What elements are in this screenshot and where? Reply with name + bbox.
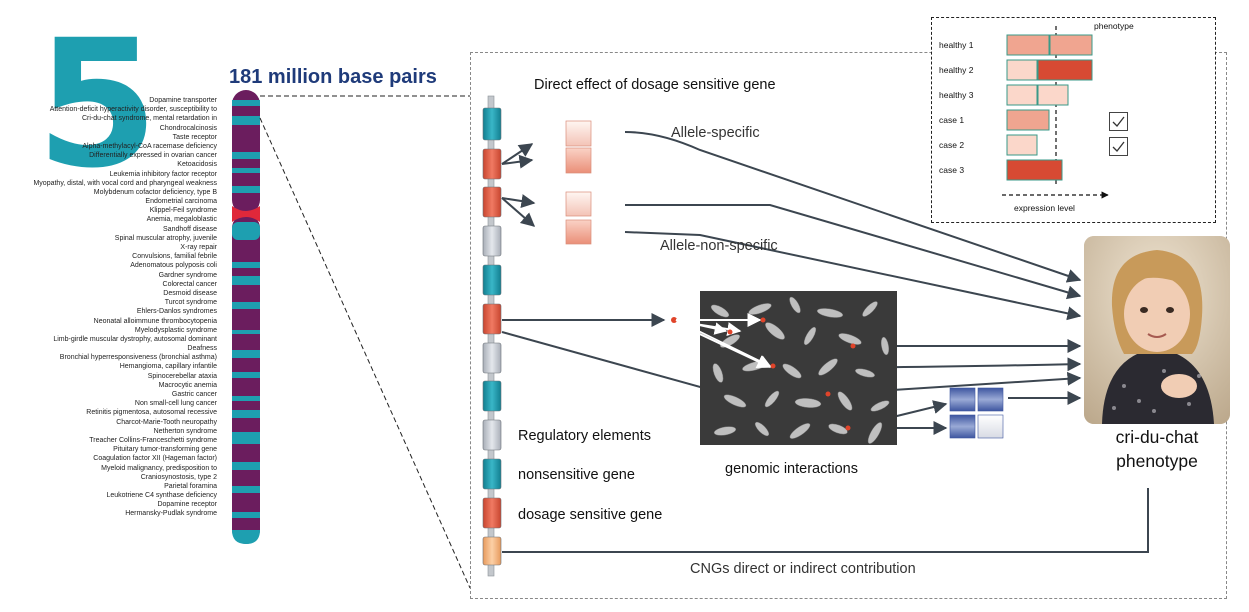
disease-item: Colorectal cancer <box>162 280 217 288</box>
disease-item: Endometrial carcinoma <box>145 198 217 206</box>
allele-specific-label: Allele-specific <box>671 125 760 141</box>
disease-item: Myopathy, distal, with vocal cord and ph… <box>33 179 217 187</box>
transcript-boxes <box>565 120 592 245</box>
disease-item: Anemia, megaloblastic <box>146 216 217 224</box>
disease-item: Dopamine transporter <box>149 97 217 104</box>
patient-photo <box>1084 236 1230 424</box>
row-label-healthy-3: healthy 3 <box>939 90 974 100</box>
disease-item: Non small-cell lung cancer <box>134 400 217 408</box>
disease-item: Sandhoff disease <box>163 225 217 233</box>
disease-item: Craniosynostosis, type 2 <box>140 473 217 481</box>
cri-du-chat-title: cri-du-chat phenotype <box>1084 425 1230 473</box>
allele-non-specific-label: Allele-non-specific <box>660 238 778 254</box>
row-label-case-2: case 2 <box>939 140 965 150</box>
disease-item: Adenomatous polyposis coli <box>130 262 217 270</box>
direct-effect-label: Direct effect of dosage sensitive gene <box>534 77 776 93</box>
chromosome-5-ideogram <box>232 90 260 544</box>
disease-item: Ketoacidosis <box>177 161 217 169</box>
disease-item: X-ray repair <box>180 244 217 251</box>
checkbox-case-1[interactable] <box>1109 112 1128 131</box>
phenotype-panel: phenotype healthy 1 healthy 2 healthy 3 … <box>931 17 1216 223</box>
legend-nonsensitive: nonsensitive gene <box>518 467 635 483</box>
disease-item: Differentially expressed in ovarian canc… <box>89 152 217 160</box>
cri-du-chat-line-1: cri-du-chat <box>1115 427 1199 447</box>
disease-item: Alpha-methylacyl-CoA racemase deficiency <box>82 142 217 150</box>
disease-item: Pituitary tumor-transforming gene <box>113 446 217 454</box>
checkbox-case-2[interactable] <box>1109 137 1128 156</box>
check-icon <box>1112 116 1125 127</box>
legend-regulatory: Regulatory elements <box>518 428 651 444</box>
disease-item: Myelodysplastic syndrome <box>134 326 217 334</box>
downstream-gene-boxes <box>949 387 1004 439</box>
disease-item: Spinocerebellar ataxia <box>147 372 217 380</box>
disease-item: Charcot-Marie-Tooth neuropathy <box>116 418 217 426</box>
karyotype-image <box>700 291 897 445</box>
gene-strand <box>482 95 502 577</box>
disease-item: Spinal muscular atrophy, juvenile <box>114 234 217 242</box>
row-label-healthy-2: healthy 2 <box>939 65 974 75</box>
zoom-line-bottom <box>259 117 471 589</box>
cri-du-chat-line-2: phenotype <box>1116 451 1198 471</box>
disease-item: Convulsions, familial febrile <box>132 253 217 261</box>
disease-item: Taste receptor <box>172 133 217 141</box>
disease-item: Gastric cancer <box>171 391 217 398</box>
disease-item: Hermansky-Pudlak syndrome <box>125 510 217 518</box>
disease-item: Treacher Collins-Franceschetti syndrome <box>89 436 217 444</box>
disease-item: Turcot syndrome <box>164 299 217 307</box>
row-label-case-1: case 1 <box>939 115 965 125</box>
disease-item: Bronchial hyperresponsiveness (bronchial… <box>59 354 217 362</box>
disease-item: Gardner syndrome <box>158 271 217 279</box>
disease-item: Neonatal alloimmune thrombocytopenia <box>93 317 217 325</box>
disease-item: Coagulation factor XII (Hageman factor) <box>93 455 217 463</box>
disease-item: Retinitis pigmentosa, autosomal recessiv… <box>86 409 217 417</box>
disease-item: Molybdenum cofactor deficiency, type B <box>93 188 217 196</box>
disease-item: Ehlers-Danlos syndromes <box>136 308 217 316</box>
disease-item: Limb-girdle muscular dystrophy, autosoma… <box>53 335 217 343</box>
disease-item: Klippel-Feil syndrome <box>149 207 217 215</box>
row-label-healthy-1: healthy 1 <box>939 40 974 50</box>
expression-axis-label: expression level <box>1014 203 1075 213</box>
disease-item: Hemangioma, capillary infantile <box>119 363 217 371</box>
disease-item: Attention-deficit hyperactivity disorder… <box>49 106 217 114</box>
disease-item: Myeloid malignancy, predisposition to <box>101 464 217 472</box>
disease-item: Dopamine receptor <box>157 501 217 509</box>
disease-item: Netherton syndrome <box>153 427 217 435</box>
disease-item: Macrocytic anemia <box>158 381 217 389</box>
disease-item: Cri-du-chat syndrome, mental retardation… <box>81 115 217 123</box>
disease-item: Leukemia inhibitory factor receptor <box>109 170 217 178</box>
disease-item: Desmoid disease <box>163 289 217 297</box>
cngs-label: CNGs direct or indirect contribution <box>690 561 916 577</box>
disease-item: Parietal foramina <box>164 482 217 490</box>
disease-item: Chondrocalcinosis <box>159 124 217 132</box>
disease-item: Deafness <box>187 345 217 353</box>
phenotype-title: phenotype <box>1094 21 1134 31</box>
genomic-interactions-label: genomic interactions <box>725 461 858 477</box>
disease-item: Leukotriene C4 synthase deficiency <box>106 492 217 500</box>
check-icon <box>1112 141 1125 152</box>
base-pairs-title: 181 million base pairs <box>229 66 437 88</box>
legend-dosage: dosage sensitive gene <box>518 507 663 523</box>
row-label-case-3: case 3 <box>939 165 965 175</box>
